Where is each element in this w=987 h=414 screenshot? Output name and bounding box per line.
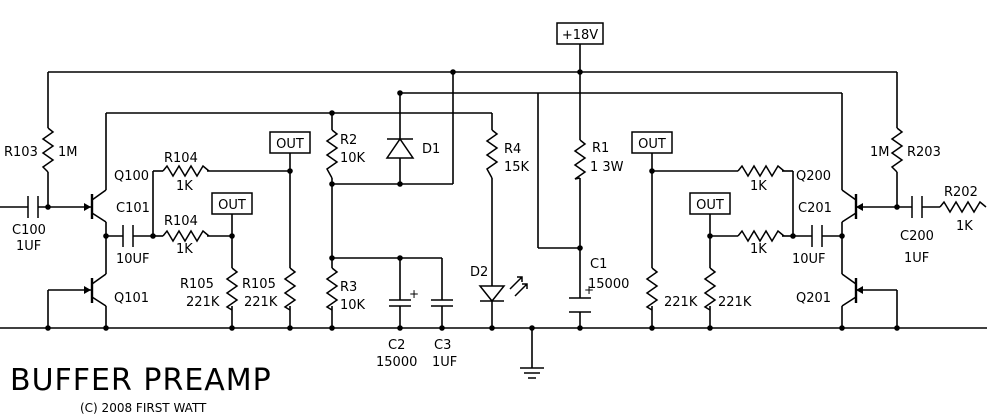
- resistors: [41, 127, 987, 311]
- r3-ref: R3: [340, 280, 357, 295]
- r104b-ref: R104: [164, 214, 198, 229]
- r203-ref: R203: [907, 145, 941, 160]
- resistor-r3: [325, 267, 339, 311]
- diagram-title: BUFFER PREAMP: [10, 363, 272, 398]
- resistor-r104a: [162, 164, 210, 178]
- svg-text:OUT: OUT: [638, 137, 666, 152]
- c1-ref: C1: [590, 257, 607, 272]
- c101-value: 10UF: [116, 252, 150, 267]
- c1-polarity: +: [584, 283, 594, 297]
- capacitors: [27, 196, 923, 313]
- led-d2: [478, 276, 528, 303]
- svg-text:OUT: OUT: [218, 198, 246, 213]
- r4-value: 15K: [504, 160, 530, 175]
- resistor-r4: [485, 129, 499, 179]
- q200-ref: Q200: [796, 169, 831, 184]
- c101-ref: C101: [116, 201, 150, 216]
- r3-value: 10K: [340, 298, 366, 313]
- r103-value: 1M: [58, 145, 78, 160]
- resistor-r202: [939, 200, 987, 214]
- r103-ref: R103: [4, 145, 38, 160]
- c3-ref: C3: [434, 338, 451, 353]
- resistor-r205a: [645, 267, 659, 311]
- resistor-r103: [41, 127, 55, 173]
- capacitor-c1: [569, 297, 591, 313]
- supply-terminal: +18V: [556, 22, 604, 45]
- r205a-value: 221K: [664, 295, 698, 310]
- capacitor-c2: [389, 299, 411, 307]
- resistor-r204b: [737, 229, 785, 243]
- r105a-value: 221K: [186, 295, 220, 310]
- svg-text:OUT: OUT: [696, 198, 724, 213]
- capacitor-c200: [911, 196, 923, 218]
- r105b-value: 221K: [244, 295, 278, 310]
- c100-value: 1UF: [16, 239, 41, 254]
- r104a-ref: R104: [164, 151, 198, 166]
- r204b-value: 1K: [750, 242, 767, 257]
- junction-dots: [45, 69, 900, 331]
- ground-symbol: [520, 367, 544, 379]
- supply-label: +18V: [562, 28, 598, 43]
- c2-polarity: +: [409, 287, 419, 301]
- resistor-r105a: [225, 267, 239, 311]
- r1-value: 1 3W: [590, 160, 624, 175]
- r105b-ref: R105: [242, 277, 276, 292]
- c2-ref: C2: [388, 338, 405, 353]
- r203-value: 1M: [870, 145, 890, 160]
- resistor-r1: [573, 139, 587, 180]
- d1-ref: D1: [422, 142, 440, 157]
- r105a-ref: R105: [180, 277, 214, 292]
- resistor-r105b: [283, 267, 297, 311]
- r2-value: 10K: [340, 151, 366, 166]
- r205b-value: 221K: [718, 295, 752, 310]
- c1-value: 15000: [588, 277, 629, 292]
- resistor-r205b: [703, 267, 717, 311]
- capacitor-c101: [122, 225, 134, 247]
- resistor-r104b: [162, 229, 210, 243]
- q100-ref: Q100: [114, 169, 149, 184]
- r202-ref: R202: [944, 185, 978, 200]
- r104a-value: 1K: [176, 179, 193, 194]
- copyright-notice: (C) 2008 FIRST WATT: [80, 401, 207, 414]
- output-terminal-3: OUT: [631, 131, 673, 154]
- capacitor-c100: [27, 196, 39, 218]
- q201-ref: Q201: [796, 291, 831, 306]
- r104b-value: 1K: [176, 242, 193, 257]
- resistor-r203: [890, 127, 904, 173]
- capacitor-c201: [811, 225, 823, 247]
- transistors: [84, 194, 863, 303]
- output-terminal-2: OUT: [211, 192, 253, 215]
- d2-ref: D2: [470, 265, 488, 280]
- output-terminal-4: OUT: [689, 192, 731, 215]
- svg-text:OUT: OUT: [276, 137, 304, 152]
- c100-ref: C100: [12, 223, 46, 238]
- c200-ref: C200: [900, 229, 934, 244]
- c2-value: 15000: [376, 355, 417, 370]
- r4-ref: R4: [504, 142, 521, 157]
- c200-value: 1UF: [904, 251, 929, 266]
- resistor-r204a: [737, 164, 785, 178]
- component-labels: R103 1M C100 1UF Q100 C101 10UF Q101 R10…: [4, 133, 978, 370]
- output-terminal-1: OUT: [269, 131, 311, 154]
- q101-ref: Q101: [114, 291, 149, 306]
- c3-value: 1UF: [432, 355, 457, 370]
- diode-d1: [385, 137, 415, 159]
- r1-ref: R1: [592, 141, 609, 156]
- r202-value: 1K: [956, 219, 973, 234]
- resistor-r2: [325, 129, 339, 179]
- capacitor-c3: [431, 299, 453, 307]
- r2-ref: R2: [340, 133, 357, 148]
- c201-value: 10UF: [792, 252, 826, 267]
- c201-ref: C201: [798, 201, 832, 216]
- r204a-value: 1K: [750, 179, 767, 194]
